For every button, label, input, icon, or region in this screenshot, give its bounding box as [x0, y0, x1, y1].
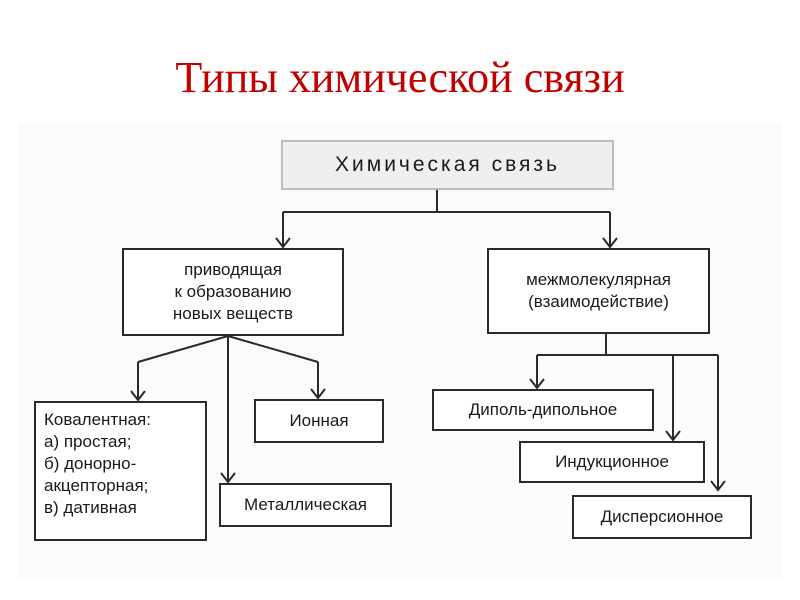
node-covalent: Ковалентная: а) простая; б) донорно- акц…	[34, 401, 207, 541]
node-dipole-dipole: Диполь-дипольное	[432, 389, 654, 431]
node-label: Индукционное	[555, 452, 669, 471]
node-intermolecular: межмолекулярная (взаимодействие)	[487, 248, 710, 334]
node-ionic: Ионная	[254, 399, 384, 443]
node-line: акцепторная;	[44, 476, 149, 495]
node-metallic: Металлическая	[219, 483, 392, 527]
node-line: к образованию	[174, 282, 292, 301]
node-dispersion: Дисперсионное	[572, 495, 752, 539]
node-line: в) дативная	[44, 498, 137, 517]
node-line: приводящая	[184, 260, 282, 279]
node-label: Дисперсионное	[600, 507, 724, 526]
node-new-substances: приводящая к образованию новых веществ	[122, 248, 344, 336]
root-label: Химическая связь	[335, 153, 560, 176]
node-label: Металлическая	[244, 495, 367, 514]
node-line: а) простая;	[44, 432, 132, 451]
node-line: новых веществ	[172, 304, 294, 323]
node-label: Ионная	[289, 411, 349, 430]
page-title: Типы химической связи	[175, 53, 625, 102]
node-induction: Индукционное	[519, 441, 705, 483]
node-line: межмолекулярная	[526, 270, 671, 289]
node-line: (взаимодействие)	[528, 292, 669, 311]
root-node-chemical-bond: Химическая связь	[281, 140, 614, 190]
node-line: б) донорно-	[44, 454, 137, 473]
node-label: Диполь-дипольное	[468, 400, 618, 419]
node-line: Ковалентная:	[44, 410, 151, 429]
